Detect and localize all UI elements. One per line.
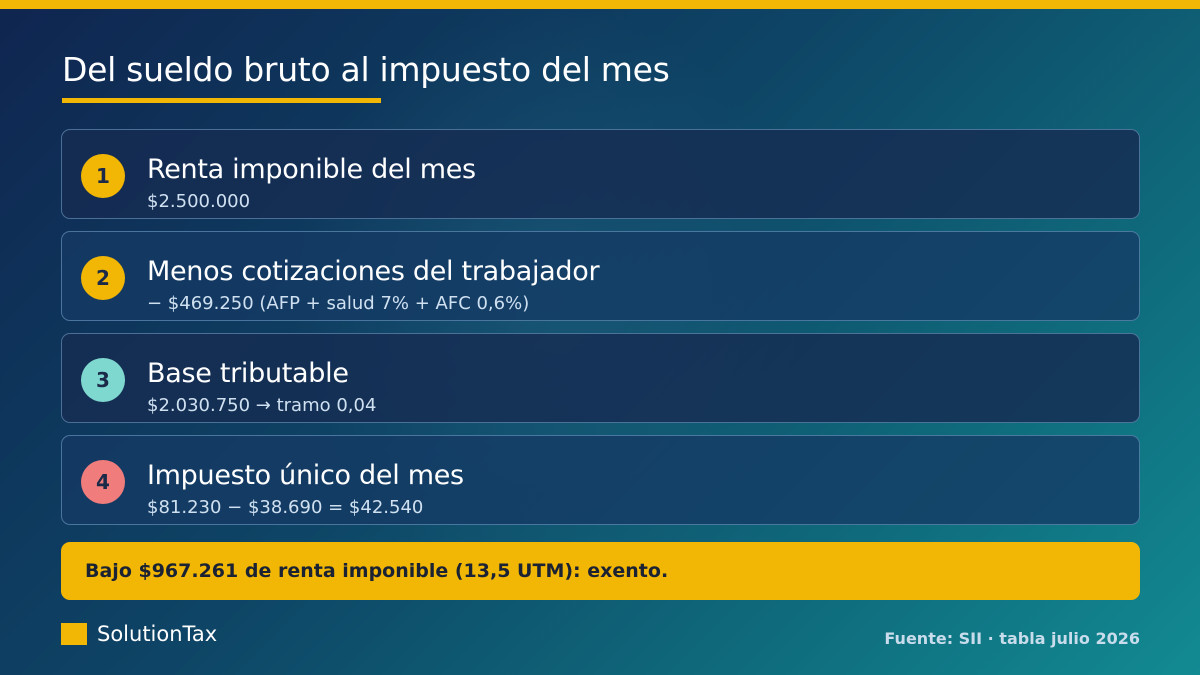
step-label: Base tributable	[147, 358, 349, 389]
title-underline	[62, 98, 381, 103]
step-label: Menos cotizaciones del trabajador	[147, 256, 600, 287]
step-card-3: 3 Base tributable $2.030.750 → tramo 0,0…	[61, 333, 1140, 423]
step-card-4: 4 Impuesto único del mes $81.230 − $38.6…	[61, 435, 1140, 525]
step-label: Renta imponible del mes	[147, 154, 476, 185]
step-number-badge: 1	[81, 154, 125, 198]
step-number-badge: 4	[81, 460, 125, 504]
step-detail: $2.030.750 → tramo 0,04	[147, 395, 377, 416]
step-label: Impuesto único del mes	[147, 460, 464, 491]
exemption-note-text: Bajo $967.261 de renta imponible (13,5 U…	[85, 560, 669, 582]
page-title: Del sueldo bruto al impuesto del mes	[62, 50, 670, 89]
step-detail: $81.230 − $38.690 = $42.540	[147, 497, 424, 518]
step-detail: $2.500.000	[147, 191, 251, 212]
source-note: Fuente: SII · tabla julio 2026	[884, 629, 1140, 648]
brand-name: SolutionTax	[97, 622, 218, 646]
step-card-1: 1 Renta imponible del mes $2.500.000	[61, 129, 1140, 219]
brand-logo-square	[61, 623, 87, 645]
exemption-note: Bajo $967.261 de renta imponible (13,5 U…	[61, 542, 1140, 600]
brand: SolutionTax	[61, 622, 217, 646]
step-number-badge: 2	[81, 256, 125, 300]
top-accent-bar	[0, 0, 1200, 9]
step-number-badge: 3	[81, 358, 125, 402]
step-detail: − $469.250 (AFP + salud 7% + AFC 0,6%)	[147, 293, 530, 314]
step-card-2: 2 Menos cotizaciones del trabajador − $4…	[61, 231, 1140, 321]
